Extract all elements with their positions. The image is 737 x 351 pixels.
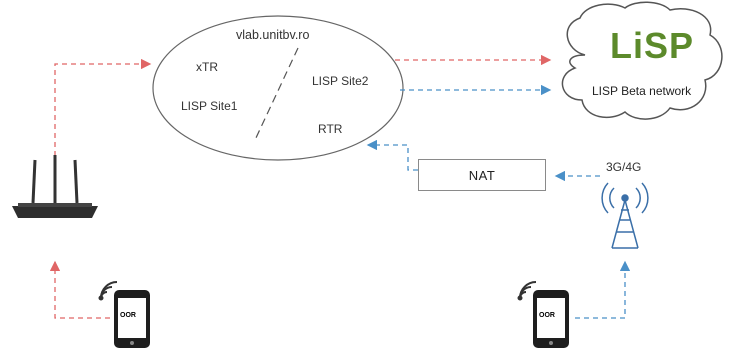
router-icon	[12, 155, 98, 218]
red-path	[49, 54, 552, 319]
phone-icon	[114, 290, 150, 348]
wifi-icon	[517, 281, 537, 301]
cloud-label: LISP Beta network	[592, 84, 692, 98]
rtr-label: RTR	[318, 122, 343, 136]
blue-path	[366, 84, 631, 319]
lisp-site2-label: LISP Site2	[312, 74, 369, 88]
phone-icon	[533, 290, 569, 348]
site-divider	[254, 47, 299, 141]
tower-label: 3G/4G	[606, 160, 642, 174]
phone-right-screen-label: OOR	[539, 312, 555, 319]
vlab-title: vlab.unitbv.ro	[236, 28, 310, 42]
nat-label: NAT	[468, 167, 496, 183]
wifi-icon	[98, 281, 118, 301]
phone-left-screen-label: OOR	[120, 312, 136, 319]
lisp-logo: LiSP	[610, 25, 695, 66]
lisp-site1-label: LISP Site1	[181, 99, 238, 113]
nat-box: NAT	[418, 159, 546, 191]
xtr-label: xTR	[196, 60, 218, 74]
cell-tower-icon	[601, 182, 649, 249]
vlab-site-ellipse	[152, 15, 404, 161]
cloud-icon	[561, 1, 723, 120]
